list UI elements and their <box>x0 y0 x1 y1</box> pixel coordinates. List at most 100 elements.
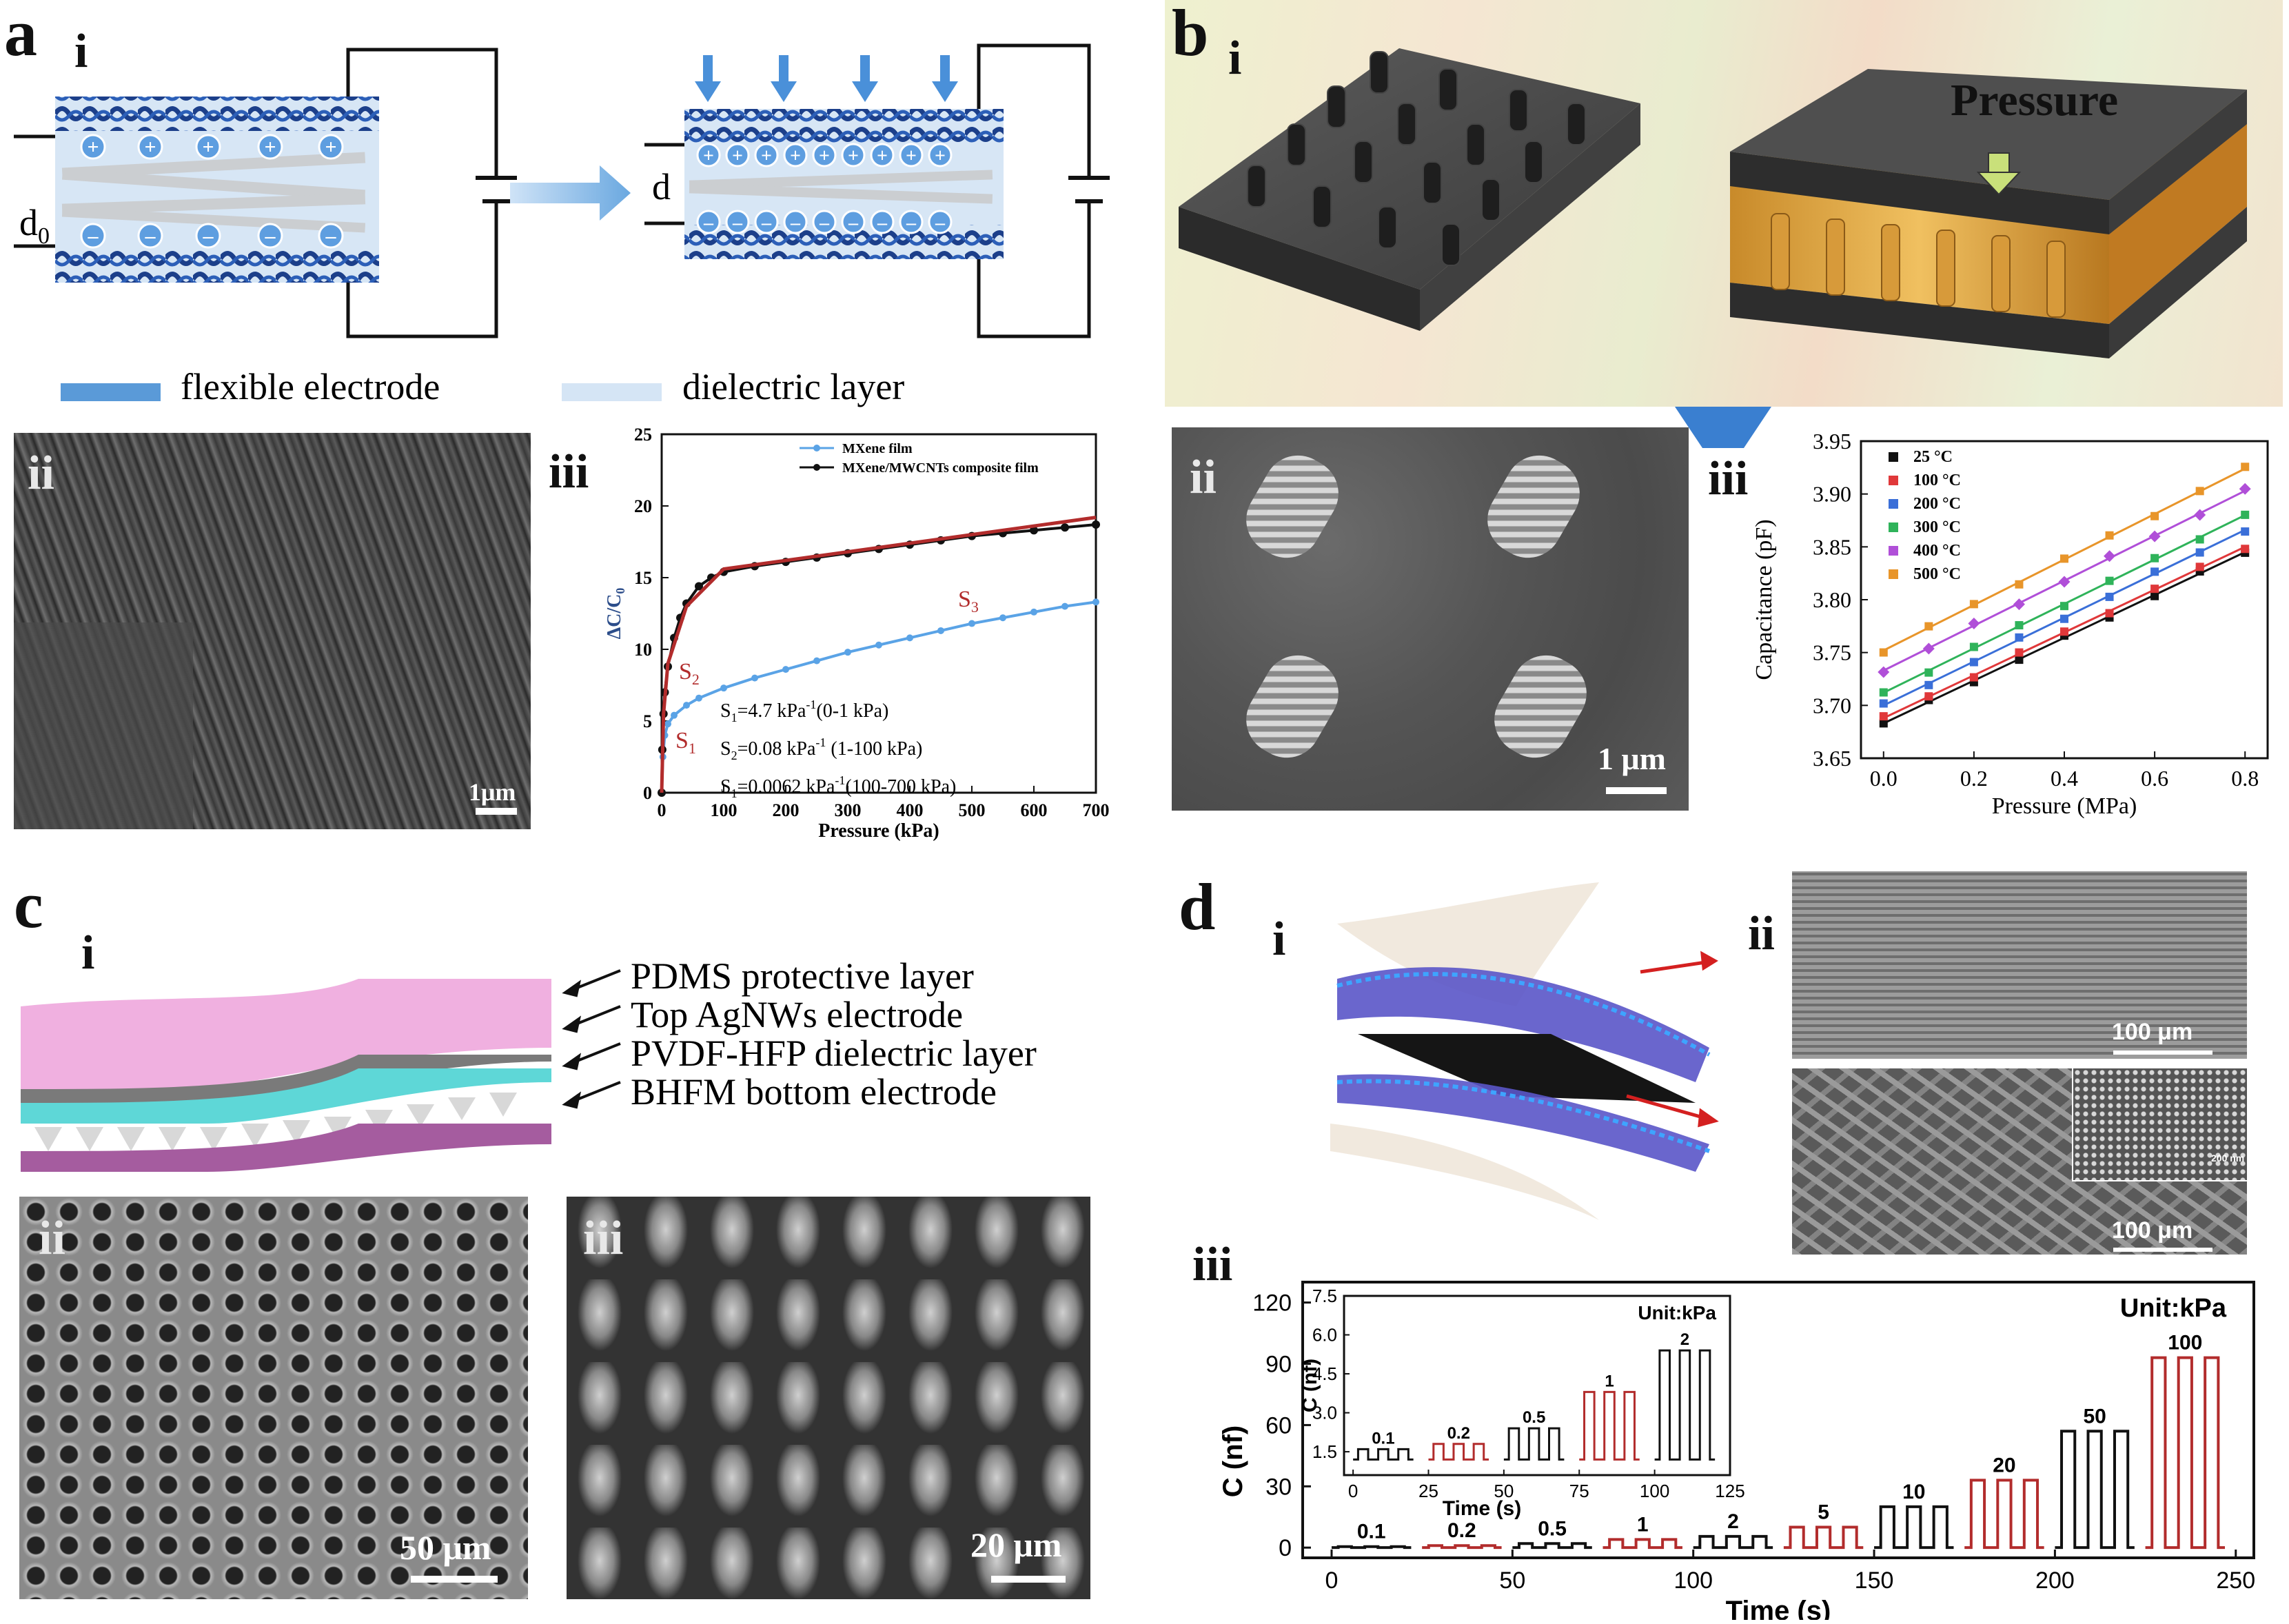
svg-text:–: – <box>877 212 888 234</box>
pulse-label-8: 50 <box>2083 1405 2106 1428</box>
data-point-1 <box>1092 520 1100 529</box>
x-tick-label: 0.8 <box>2231 766 2259 791</box>
plot-frame <box>660 433 1097 794</box>
svg-text:+: + <box>819 145 830 167</box>
data-point-2 <box>2150 567 2159 576</box>
svg-text:–: – <box>906 212 917 234</box>
inset-pulse-train-4 <box>1654 1349 1716 1461</box>
svg-text:–: – <box>88 225 99 247</box>
x-tick-label: 0.2 <box>1960 766 1988 791</box>
data-point-3 <box>2060 602 2068 611</box>
unit-label: Unit:kPa <box>2120 1294 2227 1323</box>
data-point-5 <box>2060 554 2068 563</box>
pulse-train-9 <box>2145 1356 2226 1550</box>
data-point-2 <box>1924 680 1933 689</box>
svg-text:–: – <box>790 212 801 234</box>
data-point-2 <box>2195 548 2204 557</box>
pulse-label-9: 100 <box>2168 1332 2202 1354</box>
svg-text:–: – <box>325 225 337 247</box>
inset-x-tick-label: 100 <box>1640 1481 1669 1501</box>
y-tick-label: 3.95 <box>1813 429 1851 454</box>
data-point-1 <box>2150 585 2159 593</box>
panel-a-ii-label: ii <box>28 447 54 500</box>
y-tick-label: 3.90 <box>1813 482 1851 507</box>
y-tick-label: 10 <box>634 640 652 660</box>
data-point-0 <box>695 694 702 702</box>
y-tick-label: 0 <box>643 783 652 803</box>
d-label: d <box>652 166 671 207</box>
panel-d-label: d <box>1179 870 1216 944</box>
legend-text-4: 400 °C <box>1913 542 1961 560</box>
data-point-2 <box>2241 527 2250 536</box>
y-tick-label: 3.75 <box>1813 640 1851 665</box>
svg-text:–: – <box>265 225 276 247</box>
panel-d-i-label: i <box>1272 913 1286 966</box>
panel-d-iii-label: iii <box>1192 1238 1233 1291</box>
data-point-0 <box>937 627 944 634</box>
annotation-sub: 2 <box>692 671 700 688</box>
inset-x-tick-label: 25 <box>1418 1481 1438 1501</box>
legend-marker-4 <box>1889 546 1898 556</box>
data-point-1 <box>2195 562 2204 571</box>
x-tick-label: 50 <box>1499 1567 1525 1594</box>
data-point-0 <box>1879 719 1888 728</box>
legend-marker-0 <box>1889 452 1898 462</box>
x-tick-label: 100 <box>1673 1567 1713 1594</box>
data-point-4 <box>2013 598 2025 611</box>
x-axis-label: Time (s) <box>1726 1596 1831 1620</box>
svg-text:+: + <box>144 136 156 159</box>
data-point-3 <box>1879 688 1888 697</box>
data-point-2 <box>2105 592 2114 601</box>
y-tick-label: 120 <box>1252 1290 1292 1317</box>
data-point-0 <box>906 634 913 642</box>
data-point-2 <box>2060 614 2068 623</box>
y-tick-label: 3.65 <box>1813 746 1851 771</box>
data-point-3 <box>2150 554 2159 562</box>
bottom-electrode-left <box>55 248 379 283</box>
inset-y-tick-label: 7.5 <box>1312 1286 1337 1306</box>
legend-marker-5 <box>1889 569 1898 579</box>
legend-dielectric-swatch <box>562 383 662 401</box>
inset-pulse-label-0: 0.1 <box>1372 1429 1394 1448</box>
top-electrode-left <box>55 97 379 131</box>
svg-text:+: + <box>202 136 214 159</box>
x-tick-label: 600 <box>1021 800 1048 820</box>
panel-a-iii-label: iii <box>549 445 589 498</box>
data-point-3 <box>2015 621 2024 630</box>
scalebar-c-ii <box>411 1576 498 1583</box>
data-point-1 <box>1030 526 1038 535</box>
pulse-train-4 <box>1693 1534 1773 1550</box>
pillar-capacitor-illustration <box>1179 48 2247 448</box>
x-tick-label: 0 <box>1325 1567 1339 1594</box>
inset-pulse-label-4: 2 <box>1680 1330 1689 1349</box>
inset-unit-label: Unit:kPa <box>1638 1302 1716 1323</box>
y-axis-label-sub: 0 <box>613 588 627 594</box>
pulse-train-3 <box>1603 1538 1682 1550</box>
d0-label: d0 <box>19 202 50 249</box>
svg-text:–: – <box>935 212 946 234</box>
x-tick-label: 200 <box>773 800 800 820</box>
data-point-0 <box>664 720 671 728</box>
scalebar-d-ii-top <box>2113 1050 2212 1055</box>
capacitor-schematic: +++++ ––––– +++++++++ ––––––––– <box>14 43 1110 401</box>
panel-c-iii-label: iii <box>583 1212 624 1265</box>
data-point-5 <box>2015 580 2024 589</box>
x-tick-label: 300 <box>835 800 862 820</box>
data-point-0 <box>1030 608 1037 616</box>
scalebar-a-ii <box>476 808 517 815</box>
data-point-3 <box>2195 535 2204 544</box>
data-point-4 <box>2104 550 2116 562</box>
panel-b-i-label: i <box>1228 32 1242 85</box>
svg-text:–: – <box>732 212 743 234</box>
y-tick-label: 60 <box>1265 1412 1292 1439</box>
y-tick-label: 25 <box>634 425 652 445</box>
data-point-1 <box>2015 648 2024 657</box>
pulse-label-4: 2 <box>1727 1510 1739 1533</box>
annotation-sub: 1 <box>689 740 696 757</box>
data-point-5 <box>2150 511 2159 520</box>
data-point-0 <box>1061 602 1068 610</box>
scalebar-b-ii <box>1606 787 1667 794</box>
layer-stack-illustration <box>21 969 621 1172</box>
